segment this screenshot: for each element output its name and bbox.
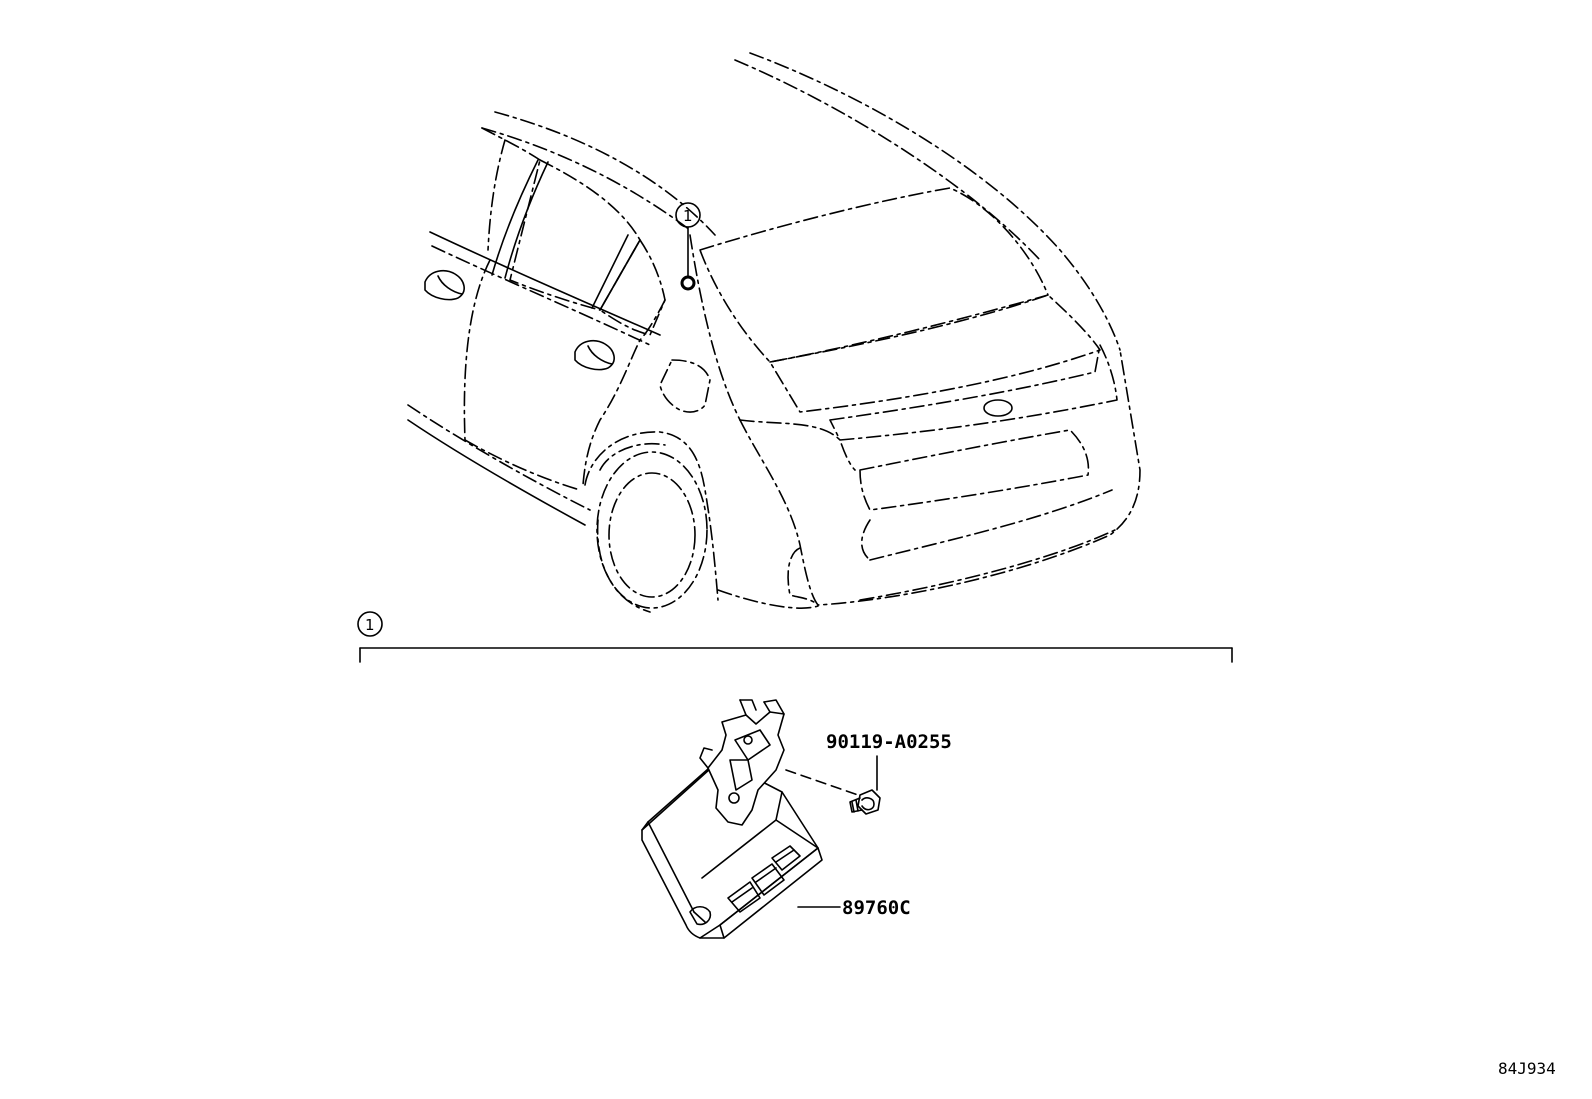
door-handle-icon: [424, 269, 615, 371]
location-callout-number: 1: [683, 207, 693, 225]
bolt-drawing: [785, 769, 881, 815]
part-label-bolt[interactable]: 90119-A0255: [826, 731, 952, 753]
location-callout: 1: [675, 202, 701, 291]
control-module-drawing: [641, 699, 823, 939]
part-label-bolt-group: 90119-A0255: [826, 731, 952, 791]
part-label-module-group: 89760C: [797, 897, 911, 919]
detail-callout-number: 1: [365, 616, 375, 634]
part-label-module[interactable]: 89760C: [842, 897, 911, 919]
location-marker-icon: [680, 275, 696, 291]
diagram-code: 84J934: [1498, 1059, 1556, 1078]
vehicle-outline: [407, 52, 1141, 613]
detail-group-bracket: 1: [357, 611, 1233, 663]
